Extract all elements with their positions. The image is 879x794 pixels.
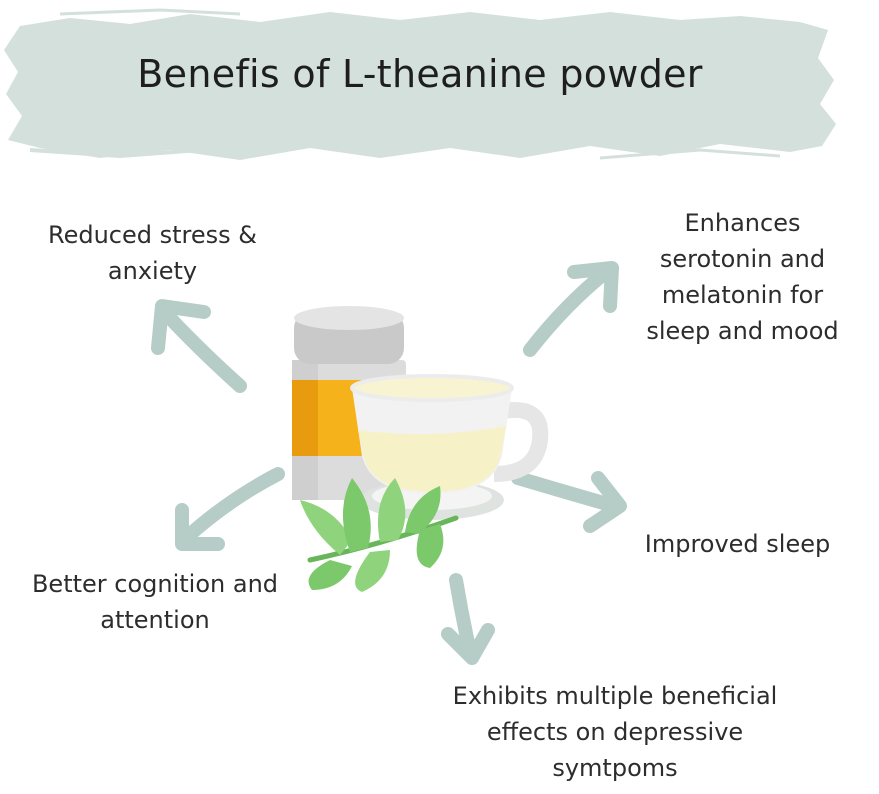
benefit-line: attention xyxy=(100,606,210,634)
benefit-label-serotonin: Enhances serotonin and melatonin for sle… xyxy=(620,205,865,349)
benefit-line: melatonin for xyxy=(661,281,824,309)
benefit-line: sleep and mood xyxy=(646,317,839,345)
benefit-label-sleep: Improved sleep xyxy=(620,526,855,562)
arrow-to-stress xyxy=(151,299,247,393)
tea-cup-icon xyxy=(350,374,549,520)
benefit-label-depressive: Exhibits multiple beneficial effects on … xyxy=(420,678,810,786)
title-banner xyxy=(4,8,836,160)
benefit-line: Enhances xyxy=(684,209,801,237)
benefit-line: anxiety xyxy=(107,257,198,285)
arrow-to-sleep xyxy=(511,471,627,533)
benefit-line: Better cognition and xyxy=(31,570,279,598)
arrow-to-cognition xyxy=(175,467,285,551)
arrow-to-serotonin xyxy=(523,261,619,357)
arrow-to-depressive xyxy=(441,573,495,665)
benefit-line: Exhibits multiple beneficial xyxy=(452,682,778,710)
page-title: Benefis of L-theanine powder xyxy=(137,52,703,96)
benefit-line: serotonin and xyxy=(659,245,826,273)
benefit-line: effects on depressive xyxy=(486,718,744,746)
benefit-label-stress: Reduced stress & anxiety xyxy=(20,217,285,289)
benefit-line: Reduced stress & xyxy=(47,221,257,249)
benefit-line: Improved sleep xyxy=(644,530,831,558)
benefit-line: symtpoms xyxy=(552,754,678,782)
tea-leaf-icon xyxy=(300,478,459,592)
benefit-label-cognition: Better cognition and attention xyxy=(10,566,300,638)
